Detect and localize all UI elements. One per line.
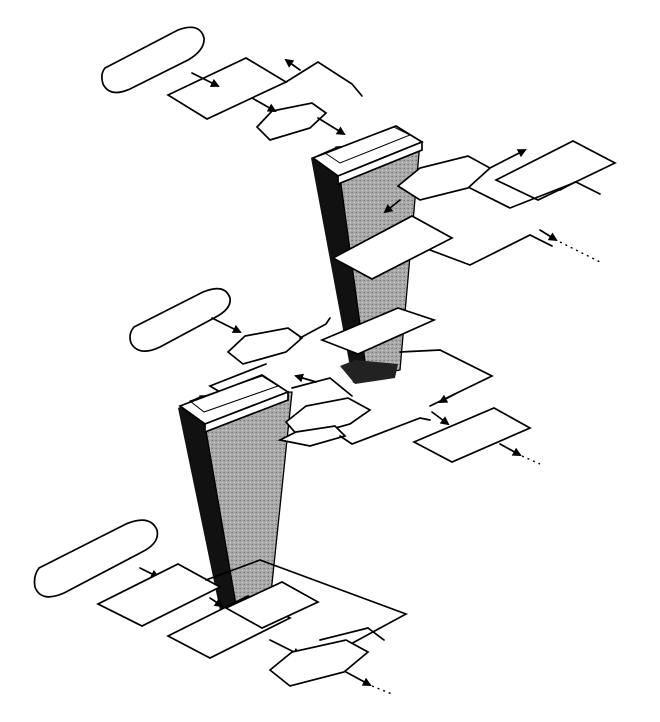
vertical-column bbox=[178, 374, 293, 630]
flow-line bbox=[291, 377, 353, 397]
flow-arrow bbox=[431, 411, 450, 426]
flow-arrow bbox=[294, 373, 317, 383]
terminator-shape bbox=[129, 287, 232, 352]
flow-arrow bbox=[489, 149, 527, 169]
flow-arrow bbox=[317, 117, 346, 136]
process-box bbox=[412, 407, 532, 463]
process-box bbox=[494, 140, 617, 201]
flow-arrow bbox=[251, 97, 277, 112]
flow-line bbox=[205, 559, 409, 653]
middle-flow bbox=[129, 287, 541, 630]
flow-arrow bbox=[211, 317, 242, 333]
flow-line bbox=[399, 349, 494, 407]
flow-line bbox=[429, 234, 553, 266]
flow-line bbox=[367, 627, 385, 641]
process-box bbox=[96, 563, 222, 627]
flow-line bbox=[319, 627, 369, 641]
flow-arrow bbox=[383, 199, 401, 214]
flow-arrow bbox=[284, 58, 301, 71]
continuation-dots bbox=[371, 685, 393, 695]
flow-line bbox=[469, 181, 601, 209]
decision-diamond bbox=[255, 102, 328, 141]
flow-arrow bbox=[499, 443, 522, 456]
flow-arrow bbox=[191, 72, 220, 87]
bottom-flow bbox=[33, 519, 409, 695]
flow-arrow bbox=[438, 393, 456, 403]
process-box bbox=[319, 307, 437, 355]
flow-line bbox=[285, 60, 363, 97]
terminator-shape bbox=[101, 26, 205, 94]
flow-arrow bbox=[345, 671, 372, 686]
continuation-dots bbox=[559, 241, 601, 263]
flow-line bbox=[299, 317, 331, 339]
process-box bbox=[224, 581, 320, 629]
process-box bbox=[331, 215, 454, 280]
decision-diamond bbox=[226, 327, 304, 365]
flow-arrow bbox=[559, 181, 576, 191]
flow-line bbox=[339, 417, 431, 445]
decision-diamond bbox=[268, 639, 370, 687]
terminator-shape bbox=[33, 519, 159, 598]
flow-arrow bbox=[209, 597, 224, 608]
flow-arrow bbox=[539, 229, 558, 242]
decision-diamond bbox=[277, 425, 347, 447]
continuation-dots bbox=[521, 455, 541, 465]
process-box bbox=[166, 57, 288, 120]
